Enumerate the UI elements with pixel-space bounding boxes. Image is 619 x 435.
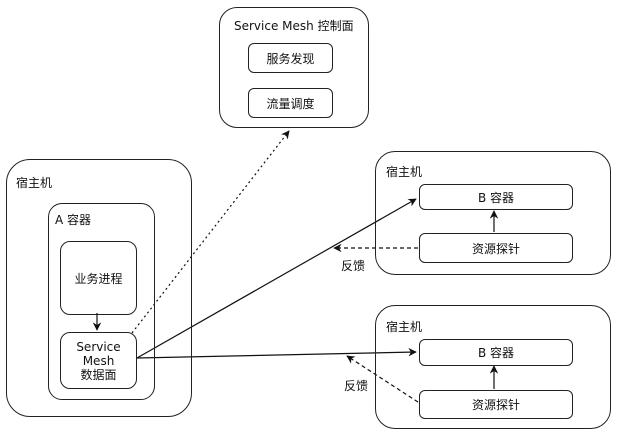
- feedback-label-1: 反馈: [341, 259, 366, 273]
- business-process-label: 业务进程: [74, 271, 123, 286]
- container-b2: B 容器: [419, 339, 573, 366]
- host-a: 宿主机 A 容器 业务进程 Service Mesh 数据面: [6, 159, 192, 417]
- data-plane-line-3: 数据面: [80, 367, 117, 382]
- probe-b1: 资源探针: [419, 233, 573, 263]
- data-plane-box: Service Mesh 数据面: [60, 332, 137, 389]
- traffic-scheduling-label: 流量调度: [266, 96, 315, 111]
- traffic-scheduling-box: 流量调度: [248, 88, 333, 118]
- container-a: A 容器 业务进程 Service Mesh 数据面: [48, 203, 155, 400]
- arrow-dataplane-to-b2: [136, 347, 417, 359]
- container-b1-label: B 容器: [477, 190, 515, 205]
- host-a-title: 宿主机: [16, 176, 53, 190]
- container-b2-label: B 容器: [477, 346, 515, 360]
- probe-b2: 资源探针: [419, 390, 573, 419]
- host-b1: 宿主机 B 容器 资源探针: [375, 151, 611, 275]
- host-b2-title: 宿主机: [386, 320, 423, 334]
- arrow-dataplane-to-b1: [136, 198, 417, 359]
- probe-b1-label: 资源探针: [471, 241, 520, 256]
- host-b2: 宿主机 B 容器 资源探针: [375, 305, 611, 429]
- container-b1: B 容器: [419, 184, 573, 210]
- business-process-box: 业务进程: [60, 241, 137, 315]
- probe-b2-label: 资源探针: [471, 398, 520, 412]
- service-discovery-box: 服务发现: [248, 43, 333, 73]
- control-plane-title: Service Mesh 控制面: [234, 19, 354, 33]
- arrow-feedback-2: [346, 355, 419, 403]
- host-b1-title: 宿主机: [386, 165, 423, 179]
- feedback-label-2: 反馈: [344, 379, 369, 393]
- container-a-title: A 容器: [55, 213, 92, 227]
- data-plane-line-1: Service: [76, 339, 121, 354]
- data-plane-line-2: Mesh: [82, 353, 115, 368]
- service-discovery-label: 服务发现: [266, 51, 315, 66]
- control-plane: Service Mesh 控制面 服务发现 流量调度: [219, 7, 369, 128]
